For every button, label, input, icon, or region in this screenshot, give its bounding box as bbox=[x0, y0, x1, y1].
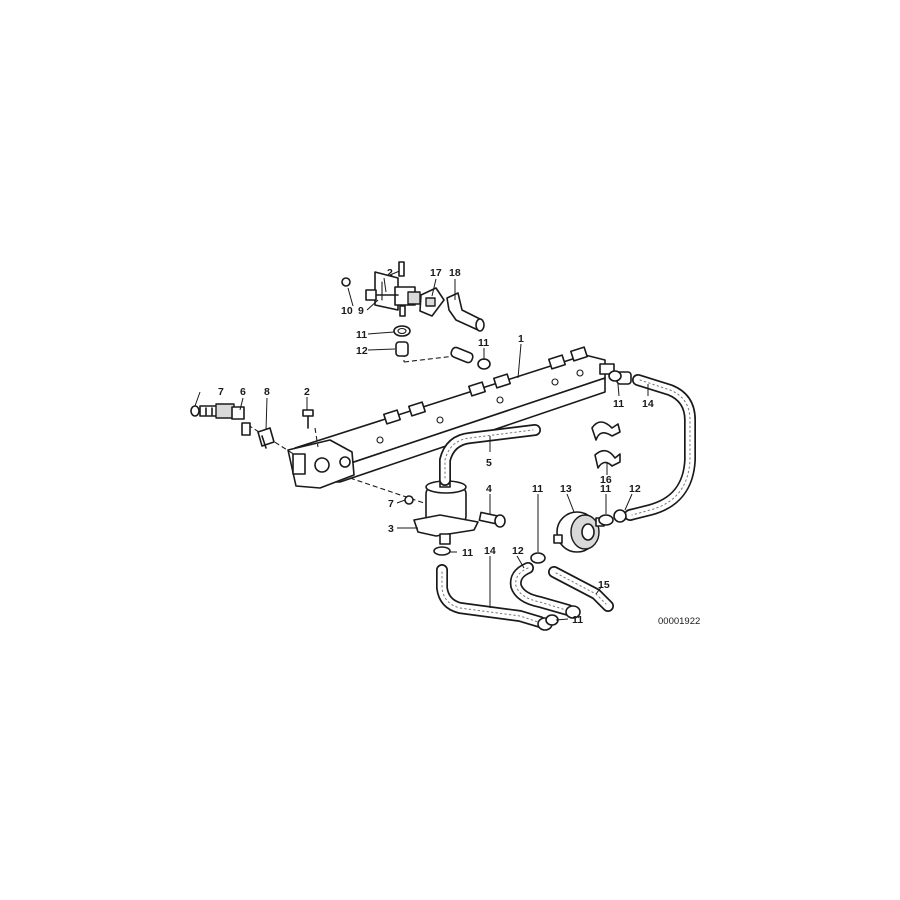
callout-8: 8 bbox=[264, 386, 270, 398]
callout-7-reg: 7 bbox=[388, 498, 394, 510]
callout-11-g: 11 bbox=[572, 614, 583, 626]
callout-6: 6 bbox=[240, 386, 246, 398]
callout-16: 16 bbox=[600, 474, 612, 486]
pressure-regulator bbox=[404, 474, 479, 556]
injector bbox=[190, 403, 251, 436]
hose-18 bbox=[446, 292, 485, 332]
fuel-rail bbox=[287, 346, 615, 489]
callout-11-f: 11 bbox=[462, 547, 473, 559]
callout-4: 4 bbox=[486, 483, 492, 495]
bolt-4 bbox=[478, 511, 506, 528]
callout-15: 15 bbox=[598, 579, 610, 591]
callout-14-a: 14 bbox=[642, 398, 654, 410]
callout-12-b: 12 bbox=[629, 483, 641, 495]
clamp-11-right bbox=[598, 514, 614, 526]
leader-lines bbox=[194, 277, 649, 621]
clamp-11-rail bbox=[608, 370, 622, 382]
callout-13: 13 bbox=[560, 483, 572, 495]
clamp-11-top bbox=[393, 325, 411, 337]
callout-11-d: 11 bbox=[532, 483, 543, 495]
callout-2-top: 2 bbox=[387, 267, 393, 279]
callout-1: 1 bbox=[518, 333, 524, 345]
callout-14-b: 14 bbox=[484, 545, 496, 557]
callout-9: 9 bbox=[358, 305, 364, 317]
hose-5 bbox=[439, 424, 541, 486]
hose-12-lower bbox=[509, 562, 581, 619]
image-code: 00001922 bbox=[658, 616, 700, 627]
callout-11-b: 11 bbox=[478, 337, 489, 349]
screw-2-mid bbox=[302, 409, 314, 429]
sleeve-12-top bbox=[395, 341, 409, 357]
callout-7-left: 7 bbox=[218, 386, 224, 398]
callout-5: 5 bbox=[486, 457, 492, 469]
callout-17: 17 bbox=[430, 267, 442, 279]
valve-assembly bbox=[341, 261, 421, 317]
callout-11-a: 11 bbox=[356, 329, 367, 341]
callout-12-c: 12 bbox=[512, 545, 524, 557]
clamp-11-lower-left bbox=[530, 552, 546, 564]
clip-16 bbox=[591, 421, 621, 469]
callout-2-mid: 2 bbox=[304, 386, 310, 398]
hose-stub-top bbox=[450, 346, 491, 370]
connector-17 bbox=[419, 287, 445, 317]
callout-3: 3 bbox=[388, 523, 394, 535]
bracket-8 bbox=[257, 427, 275, 449]
callout-12-a: 12 bbox=[356, 345, 368, 357]
damper-13 bbox=[553, 511, 605, 553]
callout-11-e: 11 bbox=[600, 483, 611, 495]
callout-10: 10 bbox=[341, 305, 353, 317]
assembly-line bbox=[403, 355, 456, 363]
callout-11-c: 11 bbox=[613, 398, 624, 410]
callout-18: 18 bbox=[449, 267, 461, 279]
hose-14-right bbox=[613, 371, 696, 523]
assembly-line bbox=[314, 427, 319, 448]
assembly-line bbox=[349, 477, 431, 506]
